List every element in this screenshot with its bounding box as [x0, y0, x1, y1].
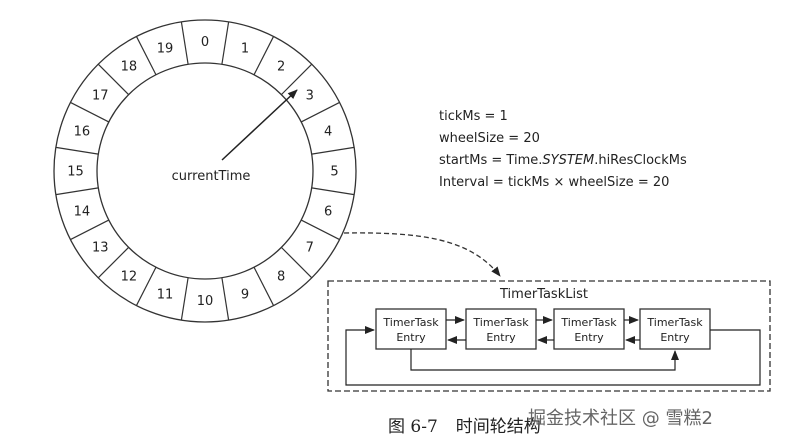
start-ms-param: startMs = Time.SYSTEM.hiResClockMs	[439, 150, 687, 172]
head-to-tail-link	[410, 349, 679, 371]
entry-line2: Entry	[660, 331, 690, 344]
wheel-slot-label: 1	[241, 41, 249, 56]
wheel-slot-divider	[300, 101, 340, 123]
figure-number: 图 6-7	[388, 417, 438, 437]
wheel-slot-divider	[180, 21, 189, 65]
current-time-pointer	[221, 89, 298, 161]
interval-suffix: wheelSize = 20	[568, 175, 670, 190]
wheel-slot-divider	[55, 187, 99, 196]
wheel-parameters: tickMs = 1 wheelSize = 20 startMs = Time…	[439, 106, 687, 194]
timer-task-entry: TimerTask Entry	[639, 308, 711, 350]
wheel-slot-label: 3	[306, 88, 314, 103]
watermark: 掘金技术社区 @ 雪糕2	[528, 408, 713, 429]
wheel-slot-divider	[311, 146, 355, 155]
wheel-slot-divider	[221, 277, 230, 321]
wheel-slot-divider	[280, 63, 313, 96]
slot-to-list-dashed-arrow	[343, 232, 501, 277]
wheel-slot-divider	[180, 277, 189, 321]
wheel-slot-label: 15	[67, 165, 84, 180]
entry-line2: Entry	[396, 331, 426, 344]
wheel-slot-label: 18	[121, 60, 138, 75]
wheel-slot-label: 19	[157, 41, 174, 56]
entry-line1: TimerTask	[646, 316, 703, 329]
figure-caption: 图 6-7 时间轮结构	[388, 412, 541, 437]
wheel-slot-divider	[135, 266, 157, 306]
timer-task-entry: TimerTask Entry	[375, 308, 447, 350]
entry-line2: Entry	[574, 331, 604, 344]
multiply-sign: ×	[553, 175, 565, 190]
wheel-slot-label: 17	[92, 88, 109, 103]
wheel-slot-label: 14	[74, 205, 91, 220]
wheel-outer-ring	[53, 19, 357, 323]
timer-task-list-title: TimerTaskList	[499, 287, 588, 302]
wheel-slot-divider	[97, 63, 130, 96]
wheel-slot-label: 16	[74, 124, 91, 139]
interval-param: Interval = tickMs × wheelSize = 20	[439, 172, 687, 194]
wheel-slot-divider	[221, 21, 230, 65]
wheel-slot-label: 5	[330, 165, 338, 180]
wheel-slot-divider	[135, 36, 157, 76]
wheel-slot-divider	[55, 146, 99, 155]
wheel-slot-label: 11	[157, 288, 174, 303]
wheel-slot-label: 8	[277, 269, 285, 284]
wheel-slot-label: 9	[241, 288, 249, 303]
timer-task-entry: TimerTask Entry	[465, 308, 537, 350]
wheel-slot-label: 6	[324, 205, 332, 220]
wheel-slot-divider	[97, 246, 130, 279]
timer-task-list-box	[327, 280, 771, 392]
wheel-slot-label: 12	[121, 269, 138, 284]
wheel-slot-label: 0	[201, 35, 209, 50]
wheel-slot-label: 2	[277, 60, 285, 75]
wheel-size-param: wheelSize = 20	[439, 131, 540, 146]
wheel-slot-divider	[280, 246, 313, 279]
wheel-slot-label: 10	[197, 294, 214, 309]
tail-to-head-link	[345, 326, 761, 386]
entry-line1: TimerTask	[560, 316, 617, 329]
wheel-slot-label: 4	[324, 124, 332, 139]
wheel-slot-divider	[70, 219, 110, 241]
start-ms-suffix: .hiResClockMs	[594, 153, 687, 168]
start-ms-system: SYSTEM	[542, 153, 595, 168]
entry-line2: Entry	[486, 331, 516, 344]
wheel-slot-dividers	[55, 21, 355, 321]
figure-title: 时间轮结构	[455, 417, 541, 437]
entry-line1: TimerTask	[472, 316, 529, 329]
start-ms-prefix: startMs = Time.	[439, 153, 543, 168]
timer-task-entry: TimerTask Entry	[553, 308, 625, 350]
current-time-label: currentTime	[172, 169, 251, 184]
wheel-slot-divider	[70, 101, 110, 123]
interval-prefix: Interval = tickMs	[439, 175, 550, 190]
tick-ms-param: tickMs = 1	[439, 109, 508, 124]
wheel-inner-ring	[96, 62, 314, 280]
wheel-slot-divider	[253, 36, 275, 76]
wheel-slot-divider	[253, 266, 275, 306]
wheel-slot-divider	[311, 187, 355, 196]
wheel-slot-label: 7	[306, 241, 314, 256]
entry-line1: TimerTask	[382, 316, 439, 329]
wheel-slot-label: 13	[92, 241, 109, 256]
wheel-slot-divider	[300, 219, 340, 241]
